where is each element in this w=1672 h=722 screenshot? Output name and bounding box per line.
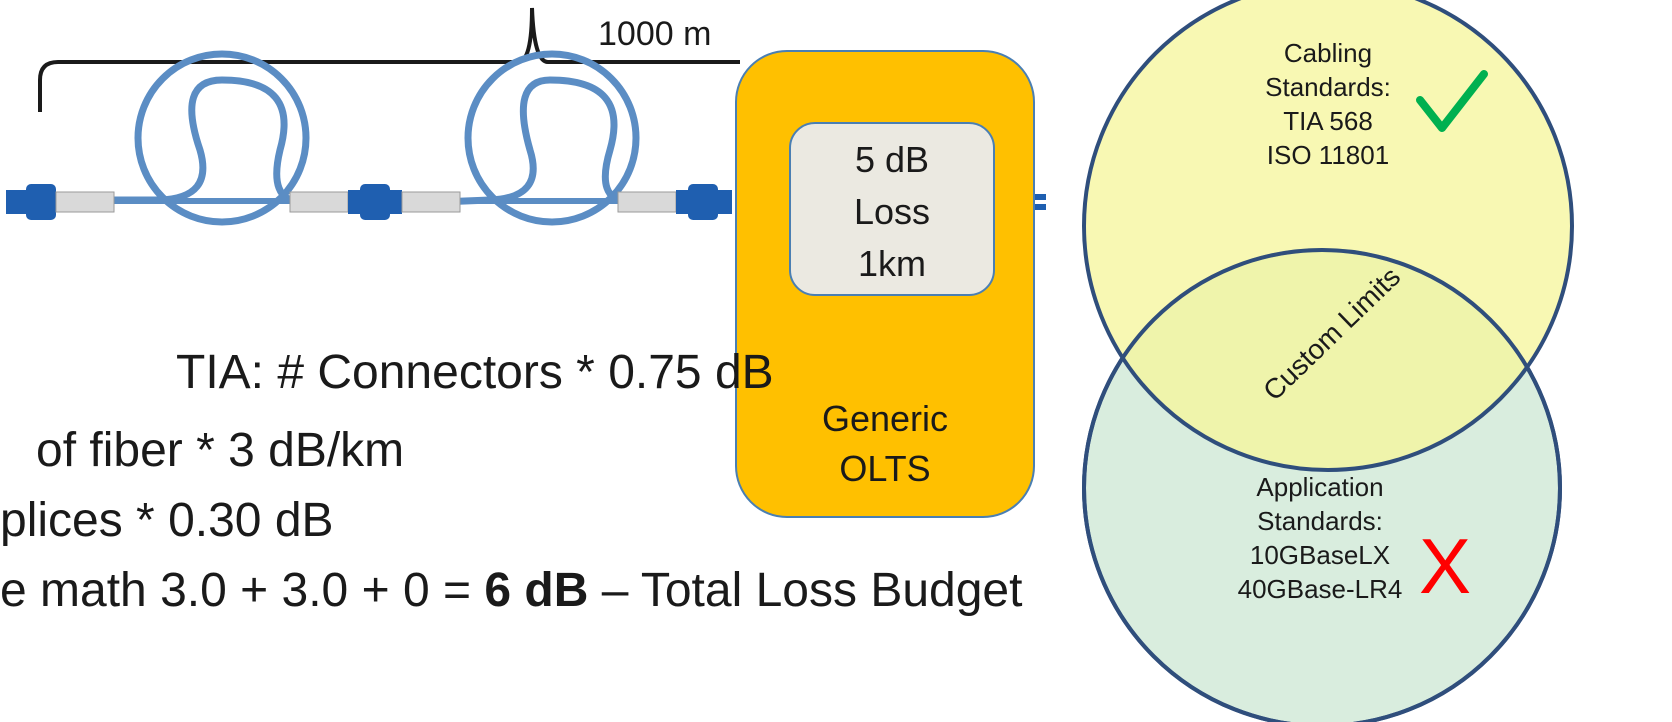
- total-prefix: e math 3.0 + 3.0 + 0 =: [0, 564, 485, 617]
- total-suffix: – Total Loss Budget: [588, 564, 1023, 617]
- x-mark-icon: X: [1419, 522, 1472, 610]
- venn-line: Application: [1256, 472, 1384, 502]
- fiber-cable-2: [436, 50, 694, 226]
- connector-1: [6, 184, 115, 220]
- loss-display: 5 dB Loss 1km: [789, 122, 995, 296]
- loss-line: Loss: [853, 191, 931, 232]
- total-value: 6 dB: [484, 564, 589, 617]
- venn-line: 10GBaseLX: [1249, 540, 1391, 570]
- loss-line: 5 dB: [854, 139, 930, 180]
- check-icon: [1416, 70, 1488, 132]
- connector-2: [289, 184, 461, 220]
- bullet-fiber: of fiber * 3 dB/km: [36, 424, 405, 477]
- venn-outline: [1082, 248, 1562, 722]
- olts-label: Generic OLTS: [737, 394, 1033, 494]
- connector-3: [617, 184, 732, 220]
- olts-label-line: OLTS: [839, 448, 931, 489]
- venn-line: Standards:: [1257, 506, 1383, 536]
- venn-line: 40GBase-LR4: [1237, 574, 1403, 604]
- fiber-cable-1: [106, 50, 354, 226]
- cabling-standards-label: Cabling Standards: TIA 568 ISO 11801: [1228, 36, 1428, 172]
- connector-stub: [1034, 194, 1046, 210]
- olts-label-line: Generic: [821, 398, 949, 439]
- venn-line: Cabling: [1283, 38, 1373, 68]
- venn-line: ISO 11801: [1266, 140, 1390, 170]
- olts-device: 5 dB Loss 1km Generic OLTS: [735, 50, 1035, 518]
- loss-line: 1km: [857, 243, 926, 284]
- venn-line: TIA 568: [1283, 106, 1373, 136]
- bullet-splices: plices * 0.30 dB: [0, 494, 334, 547]
- distance-label: 1000 m: [598, 15, 712, 53]
- bullet-total: e math 3.0 + 3.0 + 0 = 6 dB – Total Loss…: [0, 562, 1022, 620]
- bullet-connectors: TIA: # Connectors * 0.75 dB: [176, 346, 774, 399]
- venn-line: Standards:: [1265, 72, 1391, 102]
- application-standards-label: Application Standards: 10GBaseLX 40GBase…: [1200, 470, 1440, 606]
